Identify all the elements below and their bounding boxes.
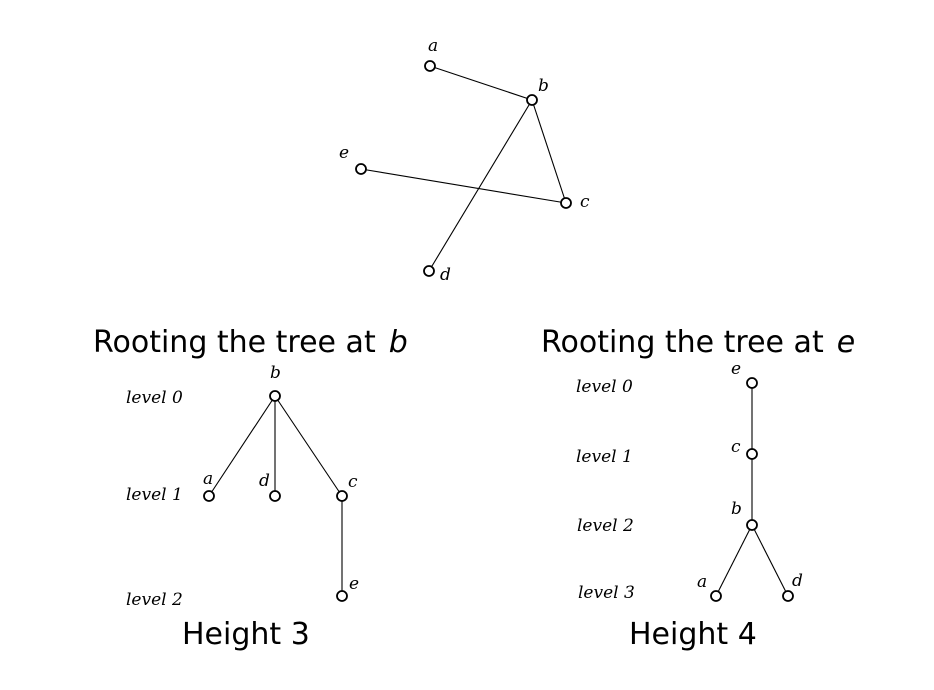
edge-b-d — [428, 99, 533, 272]
node-e — [355, 163, 367, 175]
edge-e-c — [360, 168, 567, 204]
left-level-2: level 2 — [126, 590, 183, 610]
right-caption: Height 4 — [629, 617, 757, 652]
right-title-root: e — [837, 325, 855, 360]
right-label-c: c — [731, 437, 741, 457]
left-caption: Height 3 — [182, 617, 310, 652]
left-label-a: a — [203, 469, 213, 489]
node-a — [424, 60, 436, 72]
edge-a-b — [429, 65, 533, 101]
top-graph: a b c d e — [339, 36, 590, 285]
left-panel: Rooting the tree at b level 0 level 1 le… — [93, 325, 408, 652]
node-c — [560, 197, 572, 209]
left-title-root: b — [389, 325, 408, 360]
left-node-e — [336, 590, 348, 602]
right-node-b — [746, 519, 758, 531]
right-title: Rooting the tree at e — [541, 325, 855, 360]
right-edge-b-d — [751, 524, 789, 597]
label-e: e — [339, 143, 349, 163]
edge-b-c — [531, 99, 567, 204]
right-node-d — [782, 590, 794, 602]
left-title: Rooting the tree at b — [93, 325, 408, 360]
right-level-2: level 2 — [577, 516, 634, 536]
right-edge-b-a — [715, 524, 753, 597]
left-edge-b-a — [208, 395, 276, 497]
label-a: a — [428, 36, 438, 56]
right-node-c — [746, 448, 758, 460]
node-d — [423, 265, 435, 277]
left-level-1: level 1 — [126, 485, 183, 505]
right-node-a — [710, 590, 722, 602]
right-label-a: a — [697, 572, 707, 592]
label-c: c — [580, 192, 590, 212]
right-label-e: e — [731, 359, 741, 379]
node-b — [526, 94, 538, 106]
right-panel: Rooting the tree at e level 0 level 1 le… — [541, 325, 855, 652]
left-node-d — [269, 490, 281, 502]
label-b: b — [538, 76, 549, 96]
left-node-a — [203, 490, 215, 502]
left-level-0: level 0 — [126, 388, 183, 408]
left-label-b: b — [270, 363, 281, 383]
right-label-d: d — [792, 571, 803, 591]
right-level-3: level 3 — [578, 583, 635, 603]
right-title-text: Rooting the tree at — [541, 325, 824, 360]
right-label-b: b — [731, 499, 742, 519]
right-node-e — [746, 377, 758, 389]
left-node-b — [269, 390, 281, 402]
right-level-1: level 1 — [576, 447, 633, 467]
right-level-0: level 0 — [576, 377, 633, 397]
left-label-e: e — [349, 574, 359, 594]
left-node-c — [336, 490, 348, 502]
label-d: d — [440, 265, 451, 285]
left-label-c: c — [348, 472, 358, 492]
left-edge-b-c — [274, 395, 343, 497]
left-label-d: d — [259, 471, 270, 491]
left-title-text: Rooting the tree at — [93, 325, 376, 360]
